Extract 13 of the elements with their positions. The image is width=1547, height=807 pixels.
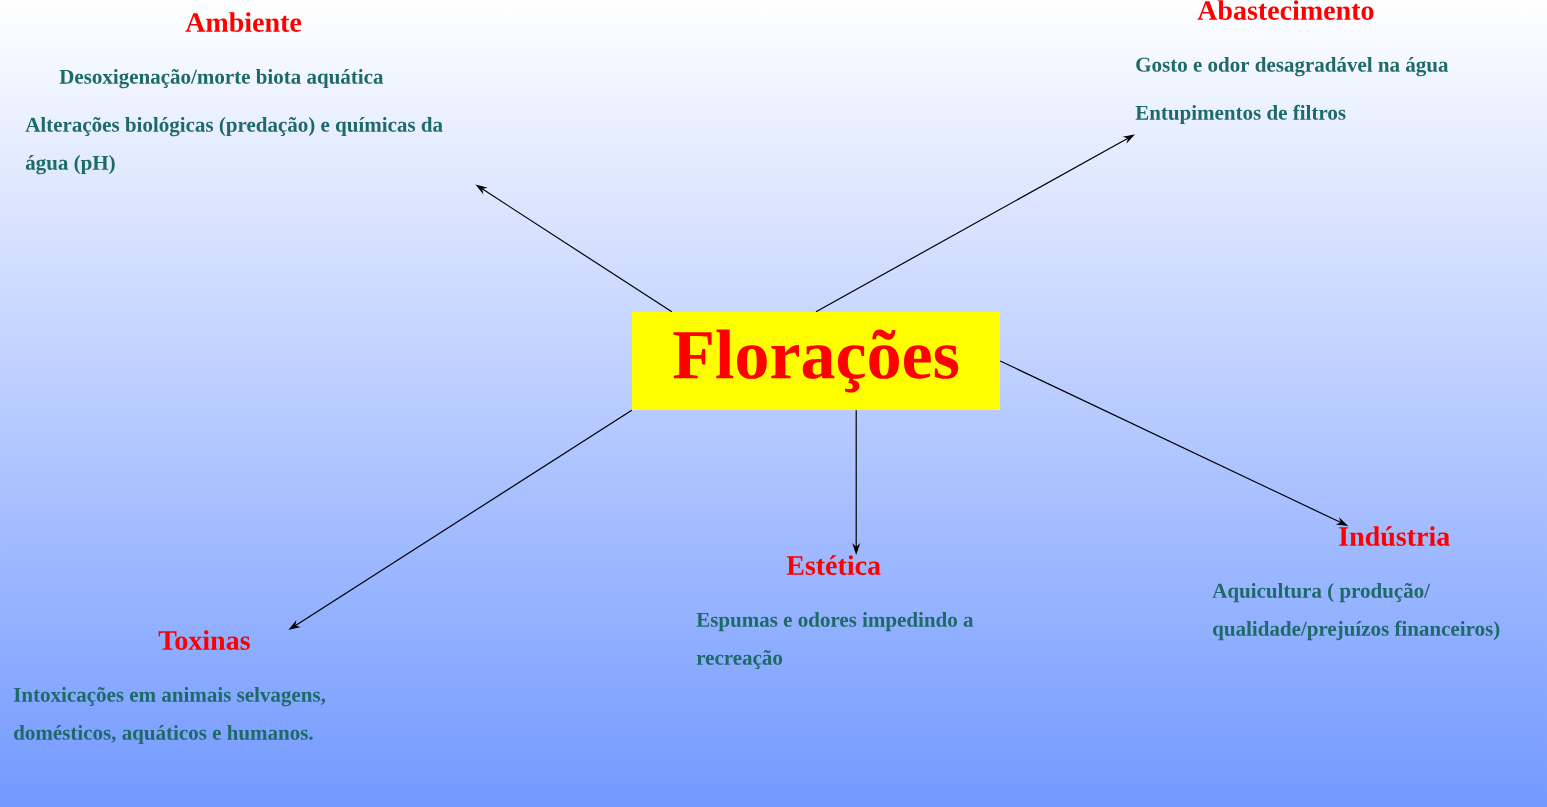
body-text: Espumas e odores impedindo a recreação (696, 612, 974, 669)
body-text: Alterações biológicas (predação) e químicas da água (pH) (25, 117, 443, 175)
heading: Ambiente (185, 12, 302, 32)
heading: Abastecimento (1197, 0, 1374, 20)
body-text: Entupimentos de filtros (1135, 104, 1346, 125)
body-text: Gosto e odor desagradável na água (1136, 57, 1449, 77)
title-box: Florações (632, 312, 1000, 410)
heading: Toxinas (158, 630, 250, 650)
heading: Estética (786, 555, 881, 575)
heading: Indústria (1339, 526, 1450, 546)
body-text: Intoxicações em animais selvagens, domésticos, aquáticos e humanos. (13, 687, 326, 745)
body-text: Aquicultura ( produção/ qualidade/prejuízos financeiros) (1212, 583, 1500, 641)
body-text: Desoxigenação/morte biota aquática (59, 69, 384, 89)
